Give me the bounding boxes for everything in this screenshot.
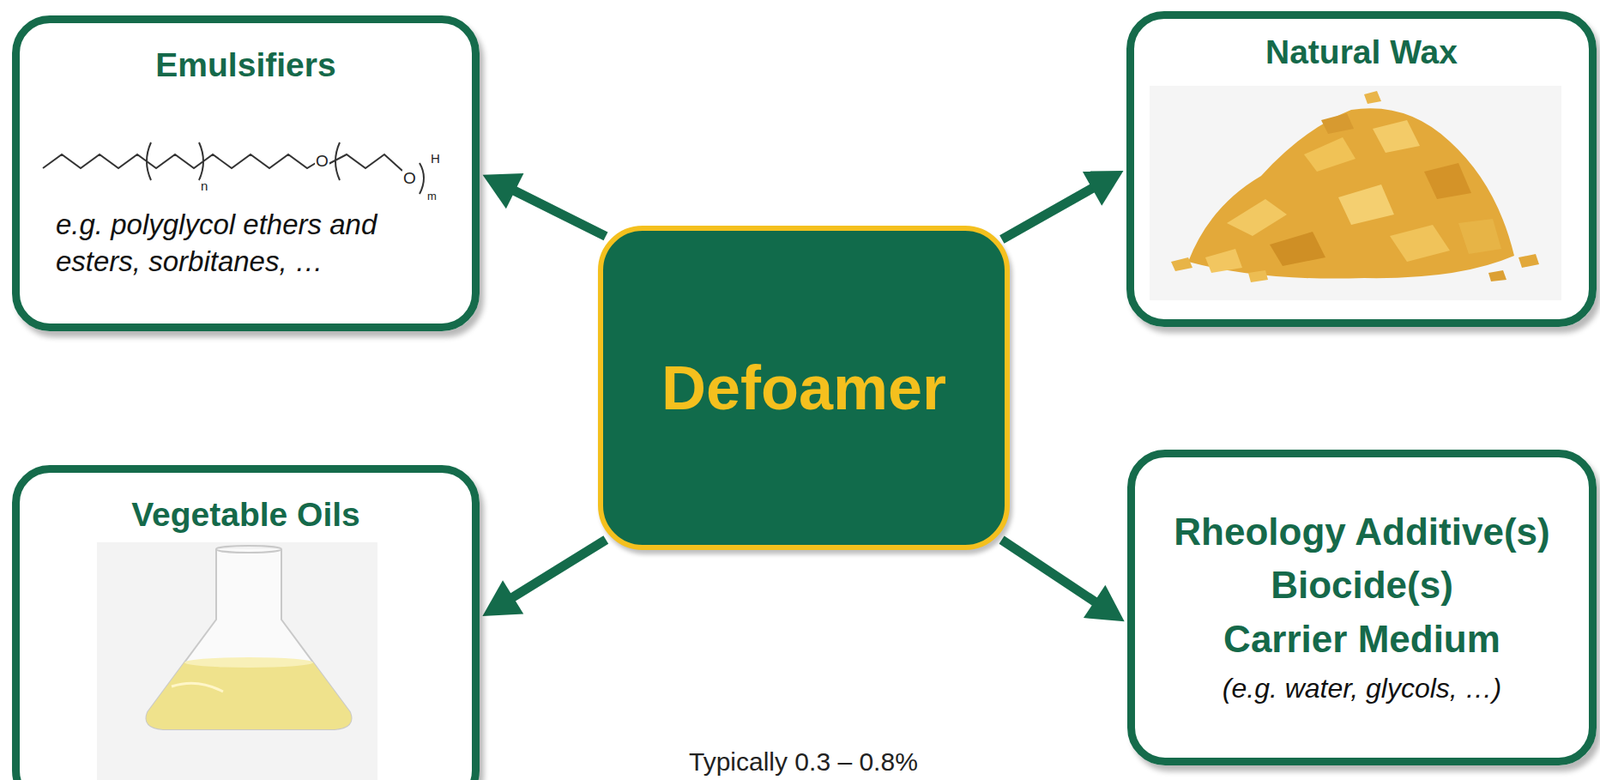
wax-photo <box>1149 85 1562 301</box>
chemical-structure <box>42 142 424 194</box>
arrow-shaft <box>510 539 607 599</box>
box-heading: Emulsifiers <box>19 45 472 86</box>
subscript-label: m <box>426 190 438 202</box>
box-line: Biocide(s) <box>1270 562 1454 609</box>
component-box: Rheology Additive(s) Biocide(s) Carrier Me… <box>1127 449 1597 766</box>
arrow-shaft <box>1002 187 1096 240</box>
box-heading: Natural Wax <box>1134 32 1589 73</box>
arrow-connector <box>482 539 606 616</box>
box-body: e.g. polyglycol ethers and esters, sorbi… <box>55 206 442 281</box>
subscript-label: n <box>199 179 209 193</box>
component-box: Natural Wax <box>1126 11 1597 327</box>
box-note: (e.g. water, glycols, …) <box>1222 671 1502 705</box>
arrow-connector <box>483 173 606 236</box>
oil-flask-photo <box>96 542 378 780</box>
atom-label: H <box>429 151 441 165</box>
arrow-connector <box>1002 539 1125 622</box>
arrow-shaft <box>1002 539 1098 604</box>
note-text: Typically 0.3 – 0.8% <box>688 748 919 775</box>
atom-label: O <box>314 152 330 170</box>
arrow-connector <box>1002 170 1124 240</box>
arrow-head <box>483 173 525 209</box>
central-title: Defoamer <box>661 352 947 423</box>
arrow-head <box>1083 585 1125 622</box>
central-box: Defoamer <box>597 225 1010 550</box>
box-heading: Vegetable Oils <box>19 495 472 536</box>
arrow-head <box>482 579 524 616</box>
atom-label: O <box>402 169 417 187</box>
box-line: Rheology Additive(s) <box>1173 509 1550 556</box>
box-line: Carrier Medium <box>1223 616 1501 663</box>
arrow-shaft <box>512 189 606 237</box>
component-box: Vegetable Oils <box>12 464 480 780</box>
arrow-head <box>1082 170 1124 206</box>
